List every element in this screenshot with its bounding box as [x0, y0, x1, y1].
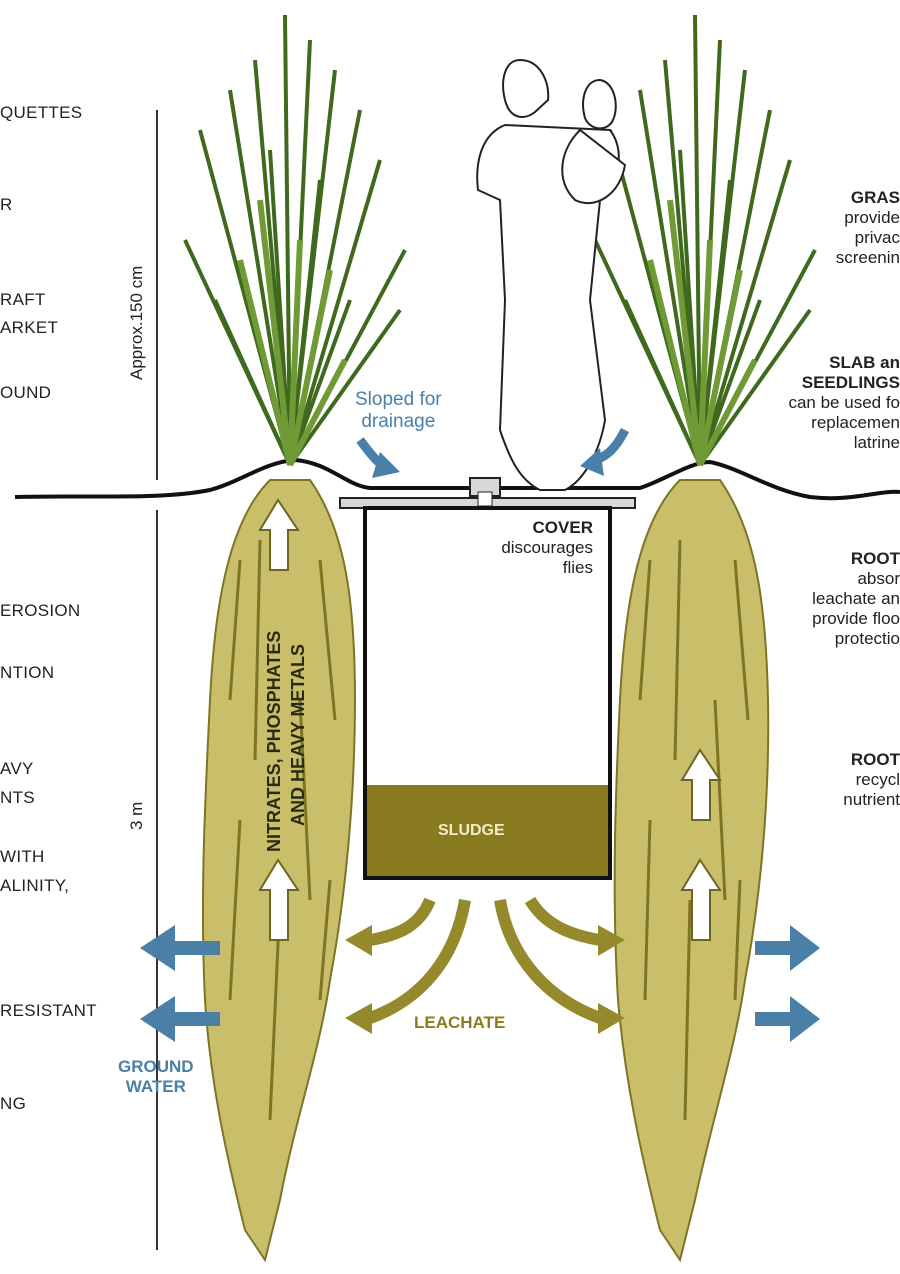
roots2-line-1: recycl [843, 770, 900, 790]
groundwater-line-2: WATER [118, 1077, 194, 1097]
leachate-label: LEACHATE [414, 1013, 505, 1033]
left-label: AVY [0, 759, 34, 779]
sloped-drainage-label: Sloped for drainage [355, 389, 442, 433]
slab-line-2: replacemen [788, 413, 900, 433]
sloped-line-1: Sloped for [355, 389, 442, 411]
roots1-line-1: absor [812, 569, 900, 589]
grass-line-3: screenin [836, 248, 900, 268]
sloped-line-2: drainage [355, 411, 442, 433]
grass-title: GRAS [851, 188, 900, 207]
roots1-line-3: provide floo [812, 609, 900, 629]
left-label: QUETTES [0, 103, 82, 123]
cover-title: COVER [501, 518, 593, 538]
slab-seedlings-label: SLAB an SEEDLINGS can be used fo replace… [788, 353, 900, 453]
ground-line [15, 460, 900, 498]
root-text-line1: NITRATES, PHOSPHATES [264, 631, 284, 852]
roots1-line-2: leachate an [812, 589, 900, 609]
cover-label: COVER discourages flies [501, 518, 593, 578]
left-label: NTS [0, 788, 35, 808]
grass-label: GRAS provide privac screenin [836, 188, 900, 268]
dimension-lower-label: 3 m [127, 802, 146, 830]
left-label: ALINITY, [0, 876, 69, 896]
dimension-upper-label: Approx.150 cm [127, 266, 146, 380]
slab-line-1: can be used fo [788, 393, 900, 413]
left-label: EROSION [0, 601, 81, 621]
left-label: NTION [0, 663, 54, 683]
roots1-title: ROOT [851, 549, 900, 568]
grass-line-2: privac [836, 228, 900, 248]
latrine-slab [340, 478, 635, 508]
roots-absorb-label: ROOT absor leachate an provide floo prot… [812, 549, 900, 649]
roots2-line-2: nutrient [843, 790, 900, 810]
groundwater-label: GROUND WATER [118, 1057, 194, 1097]
left-label: NG [0, 1094, 26, 1114]
slab-title-2: SEEDLINGS [802, 373, 900, 392]
slab-title-1: SLAB an [829, 353, 900, 372]
groundwater-line-1: GROUND [118, 1057, 194, 1077]
slab-line-3: latrine [788, 433, 900, 453]
left-label: ARKET [0, 318, 58, 338]
leachate-arrows [370, 900, 600, 1018]
roots2-title: ROOT [851, 750, 900, 769]
left-label: WITH [0, 847, 45, 867]
cover-line-2: flies [501, 558, 593, 578]
left-label: RESISTANT [0, 1001, 97, 1021]
left-label: OUND [0, 383, 51, 403]
roots1-line-4: protectio [812, 629, 900, 649]
root-text-line2: AND HEAVY METALS [288, 644, 308, 826]
grass-right [595, 15, 815, 465]
left-label: R [0, 195, 13, 215]
roots-recycle-label: ROOT recycl nutrient [843, 750, 900, 810]
left-label: RAFT [0, 290, 46, 310]
sludge-label: SLUDGE [438, 822, 505, 840]
cover-line-1: discourages [501, 538, 593, 558]
roots-right [615, 480, 769, 1260]
person-with-child-outline [477, 60, 625, 490]
grass-line-1: provide [836, 208, 900, 228]
